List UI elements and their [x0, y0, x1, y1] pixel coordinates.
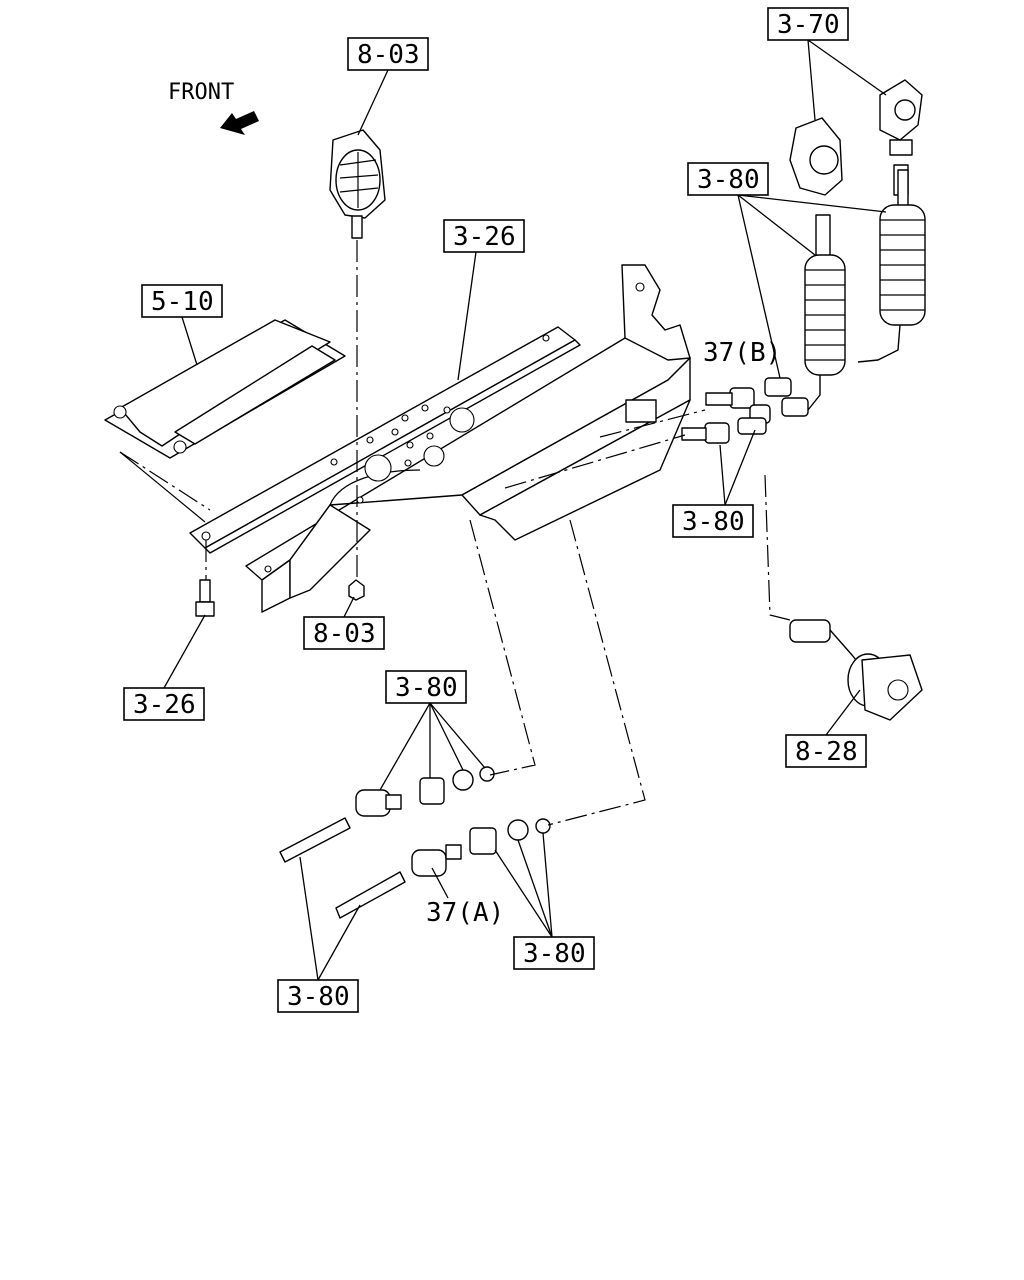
callout-text: 3-80 [287, 982, 350, 1012]
callout-text: 3-70 [777, 10, 840, 40]
callout-text: 5-10 [151, 287, 214, 317]
callout-text: 3-26 [453, 222, 516, 252]
callout-3-80-upper-right[interactable]: 3-80 [687, 162, 769, 196]
callout-5-10[interactable]: 5-10 [141, 284, 223, 318]
bolt [195, 579, 215, 617]
callout-3-80-center[interactable]: 3-80 [385, 670, 467, 704]
callout-8-28[interactable]: 8-28 [785, 734, 867, 768]
callout-text: 3-80 [395, 673, 458, 703]
nut [348, 579, 365, 601]
callout-3-80-lower-left[interactable]: 3-80 [277, 979, 359, 1013]
coiled-hoses [789, 169, 926, 413]
part-label-37a: 37(A) [426, 898, 504, 928]
callout-3-80-middle-right[interactable]: 3-80 [672, 504, 754, 538]
callout-3-80-lower-center[interactable]: 3-80 [513, 936, 595, 970]
trailer-connector-socket [789, 619, 923, 721]
callout-text: 8-03 [357, 40, 420, 70]
frame-bracket [189, 264, 691, 613]
fittings-37b [681, 377, 809, 444]
bracket-5-10 [104, 319, 346, 523]
front-label: FRONT [168, 80, 234, 105]
assembly-centerlines [119, 240, 791, 826]
lower-fittings [279, 766, 551, 919]
front-arrow-icon [220, 111, 259, 135]
callout-text: 3-80 [523, 939, 586, 969]
callout-text: 3-26 [133, 690, 196, 720]
part-label-37b: 37(B) [703, 338, 781, 368]
callout-8-03-bottom[interactable]: 8-03 [303, 616, 385, 650]
callout-3-26-top[interactable]: 3-26 [443, 219, 525, 253]
callout-text: 8-28 [795, 737, 858, 767]
callout-3-26-bottom[interactable]: 3-26 [123, 687, 205, 721]
callout-text: 3-80 [697, 165, 760, 195]
lamp-assembly [329, 129, 386, 239]
callout-text: 8-03 [313, 619, 376, 649]
callout-text: 3-80 [682, 507, 745, 537]
leader-lines [163, 39, 887, 981]
callout-8-03-top[interactable]: 8-03 [347, 37, 429, 71]
callout-3-70[interactable]: 3-70 [767, 7, 849, 41]
